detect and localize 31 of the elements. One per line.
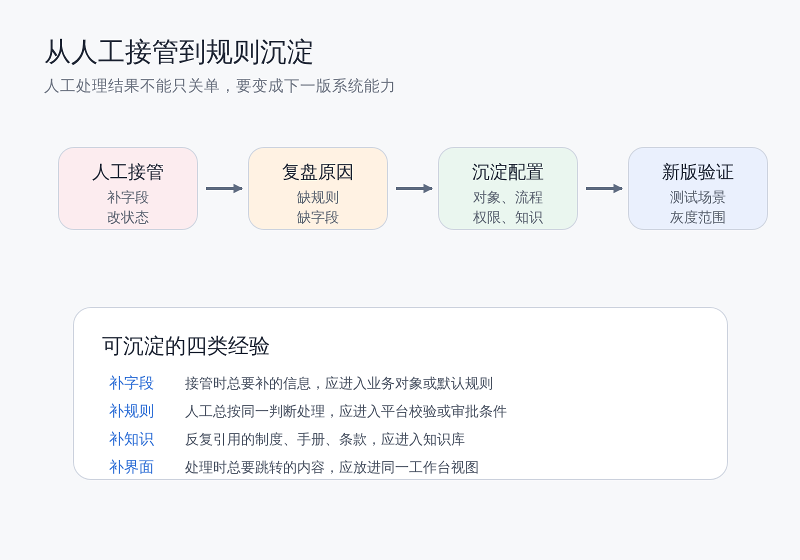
step-detail: 补字段 <box>106 190 150 207</box>
step-detail: 缺字段 <box>296 210 340 227</box>
step-title: 人工接管 <box>91 162 165 184</box>
step-detail: 权限、知识 <box>472 210 544 227</box>
process-box <box>58 147 198 230</box>
row-label: 补字段 <box>109 374 154 393</box>
row-text: 处理时总要跳转的内容，应放进同一工作台视图 <box>185 459 479 477</box>
row-label: 补知识 <box>109 430 154 449</box>
row-text: 接管时总要补的信息，应进入业务对象或默认规则 <box>185 375 493 393</box>
arrow <box>396 184 433 194</box>
process-box <box>248 147 388 230</box>
card <box>73 307 728 480</box>
step-detail: 改状态 <box>106 210 150 227</box>
step-title: 沉淀配置 <box>471 162 545 184</box>
row-text: 人工总按同一判断处理，应进入平台校验或审批条件 <box>185 403 507 421</box>
title: 从人工接管到规则沉淀 <box>44 36 314 70</box>
step-title: 新版验证 <box>661 162 735 184</box>
step-detail: 缺规则 <box>296 190 340 207</box>
card-heading: 可沉淀的四类经验 <box>102 334 271 360</box>
process-box <box>628 147 768 230</box>
row-text: 反复引用的制度、手册、条款，应进入知识库 <box>185 431 465 449</box>
arrow <box>586 184 623 194</box>
step-detail: 对象、流程 <box>472 190 544 207</box>
step-title: 复盘原因 <box>281 162 355 184</box>
arrow <box>206 184 243 194</box>
step-detail: 灰度范围 <box>669 210 727 227</box>
subtitle: 人工处理结果不能只关单，要变成下一版系统能力 <box>44 76 396 97</box>
process-box <box>438 147 578 230</box>
step-detail: 测试场景 <box>669 190 727 207</box>
row-label: 补界面 <box>109 458 154 477</box>
row-label: 补规则 <box>109 402 154 421</box>
